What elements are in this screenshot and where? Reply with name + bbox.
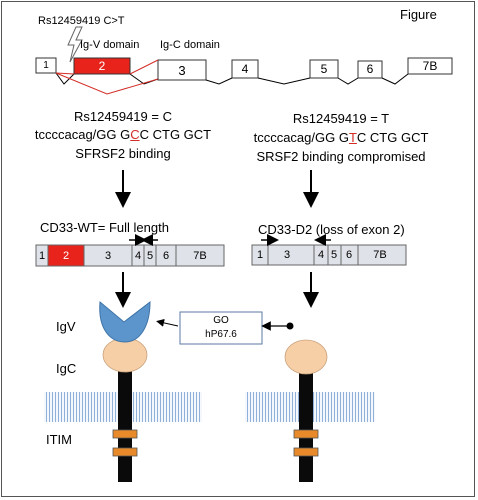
drug-label-line2: hP67.6 [205, 329, 237, 340]
intron-4-5 [257, 77, 311, 85]
left-allele-sequence: tccccacag/GG GCC CTG GCT [34, 127, 212, 142]
left-variant-base: C [130, 127, 140, 142]
d2-exon-label-7b: 7B [373, 249, 387, 261]
transmembrane-left [118, 370, 132, 482]
igc-domain-label: Ig-C domain [160, 39, 220, 51]
drug-label-line1: GO [213, 315, 229, 326]
gene-exon-label-2: 2 [98, 59, 106, 73]
exon2-splice-right [129, 59, 159, 75]
igv-label: IgV [56, 319, 76, 334]
right-allele-binding: SRSF2 binding compromised [256, 149, 426, 164]
gene-exon-label-1: 1 [43, 60, 49, 71]
d2-exon-label-4: 4 [317, 249, 325, 261]
gene-exon-7b [407, 57, 453, 75]
igc-domain-right [284, 339, 328, 375]
gene-exon-label-5: 5 [320, 62, 328, 76]
wt-exon-label-1: 1 [38, 250, 46, 262]
snp-label: Rs12459419 C>T [38, 15, 125, 27]
drug-box [179, 311, 263, 345]
itim-left-2 [112, 447, 138, 457]
gene-exon-2 [73, 57, 131, 75]
gene-exon-3 [157, 59, 207, 81]
wt-exon-label-5: 5 [146, 250, 154, 262]
intron-6-7 [381, 73, 409, 85]
transcript-d2-bar [251, 234, 407, 266]
wt-exon-label-2: 2 [62, 250, 70, 262]
gene-exon-label-6: 6 [366, 62, 374, 76]
protein-wt [44, 300, 202, 482]
itim-left-1 [112, 429, 138, 439]
d2-exon-label-1: 1 [256, 249, 264, 261]
igv-domain-left [99, 300, 151, 343]
wt-exon-label-4: 4 [134, 250, 142, 262]
left-allele-binding: SFRSF2 binding [75, 146, 171, 161]
transmembrane-right [299, 370, 313, 482]
d2-exon-label-6: 6 [345, 249, 353, 261]
d2-exon-label-5: 5 [330, 249, 338, 261]
gene-exon-5 [309, 59, 339, 79]
igc-label: IgC [56, 361, 77, 376]
itim-label: ITIM [46, 432, 72, 447]
wt-exon-label-6: 6 [162, 250, 170, 262]
transcript-wt-title: CD33-WT= Full length [40, 220, 169, 235]
drug-connector-dot [286, 322, 294, 330]
igc-domain-left [102, 337, 148, 373]
gene-exon-label-4: 4 [241, 62, 249, 76]
gene-exon-label-7b: 7B [422, 59, 438, 73]
gene-exon-label-3: 3 [178, 63, 186, 78]
gene-exon-6 [357, 60, 383, 79]
right-allele-sequence: tccccacag/GG GTC CTG GCT [253, 130, 429, 145]
protein-d2 [245, 339, 375, 482]
gene-exon-1 [35, 57, 57, 74]
transcript-d2-title: CD33-D2 (loss of exon 2) [258, 222, 405, 237]
itim-right-1 [293, 429, 319, 439]
right-allele-title: Rs12459419 = T [292, 111, 390, 126]
exon-skip-splice [55, 72, 159, 95]
left-allele-title: Rs12459419 = C [74, 109, 172, 124]
snp-lightning-icon [67, 26, 83, 63]
figure-label: Figure [400, 7, 437, 22]
right-variant-base: T [348, 130, 357, 145]
drug-to-igv-arrow [156, 318, 179, 327]
wt-exon-label-3: 3 [104, 250, 112, 262]
intron-2-3 [129, 73, 159, 85]
exon2-splice-left [55, 72, 75, 75]
itim-right-2 [293, 447, 319, 457]
intron-5-6 [337, 77, 359, 85]
intron-1-2 [55, 72, 75, 85]
igv-domain-label: Ig-V domain [80, 39, 140, 51]
intron-3-4 [205, 77, 233, 85]
gene-exon-4 [231, 59, 259, 79]
wt-exon-label-7b: 7B [193, 250, 207, 262]
gene-structure [35, 26, 453, 95]
d2-exon-label-3: 3 [283, 249, 291, 261]
transcript-wt-bar [35, 234, 225, 267]
